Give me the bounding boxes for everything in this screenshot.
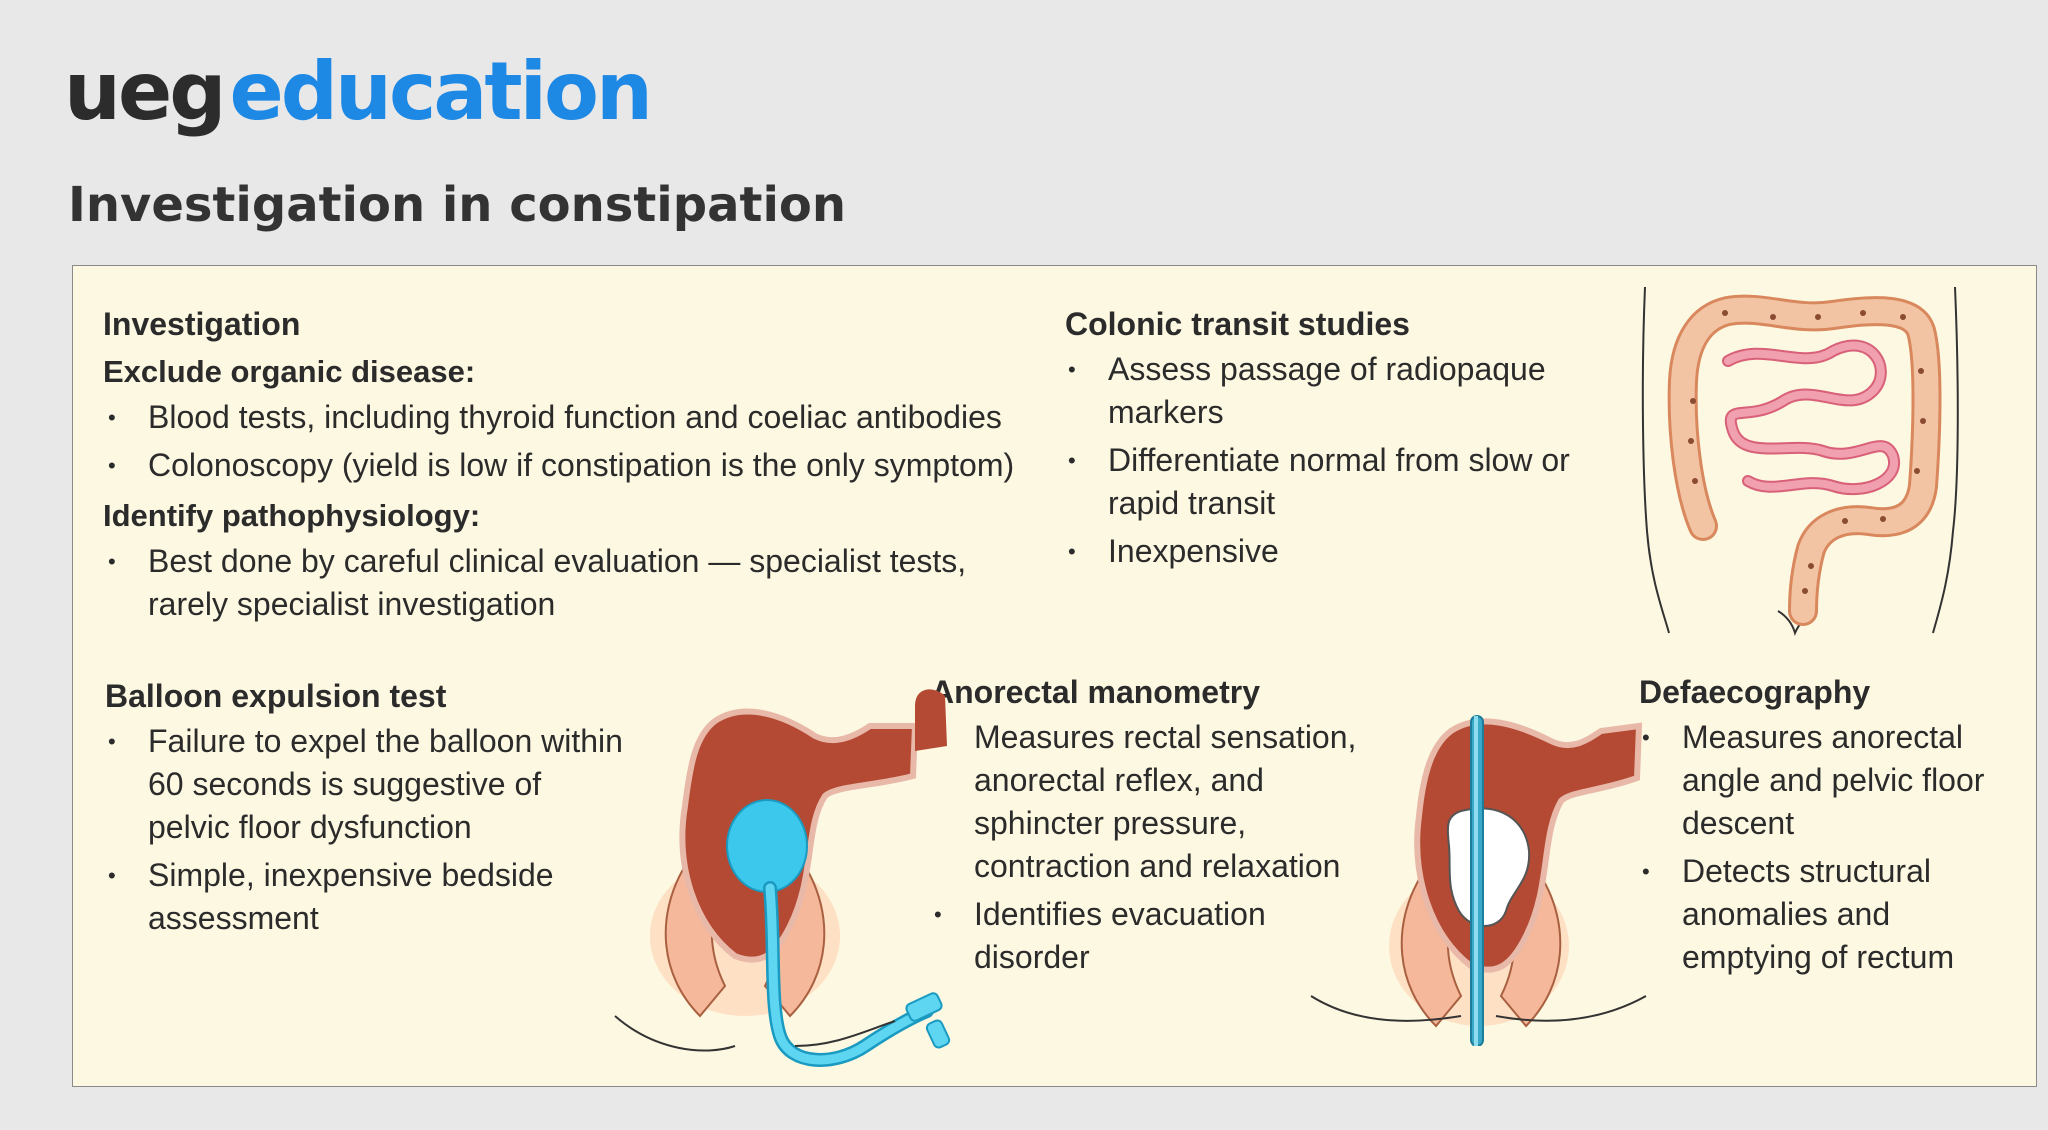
list-item: Inexpensive xyxy=(1065,530,1585,573)
defaecography-section: Defaecography Measures anorectal angle a… xyxy=(1639,668,2019,984)
list-item: Failure to expel the balloon within 60 s… xyxy=(105,720,625,849)
identify-list: Best done by careful clinical evaluation… xyxy=(105,540,1005,626)
list-item: Identifies evacuation disorder xyxy=(931,893,1371,979)
exclude-heading: Exclude organic disease: xyxy=(103,354,476,389)
logo-ueg-text: ueg xyxy=(64,45,226,138)
anorectal-manometry-illustration xyxy=(1310,715,1647,1046)
list-item: Detects structural anomalies and emptyin… xyxy=(1639,850,2019,979)
logo-education-text: education xyxy=(229,45,652,138)
page-title: Investigation in constipation xyxy=(68,177,847,233)
list-item: Assess passage of radiopaque markers xyxy=(1065,348,1585,434)
list-item: Differentiate normal from slow or rapid … xyxy=(1065,439,1585,525)
investigation-heading: Investigation xyxy=(103,306,301,342)
defaecography-heading: Defaecography xyxy=(1639,674,1871,710)
list-item: Best done by careful clinical evaluation… xyxy=(105,540,1005,626)
defaecography-list: Measures anorectal angle and pelvic floo… xyxy=(1639,716,2019,979)
list-item: Measures rectal sensation, anorectal ref… xyxy=(931,716,1371,888)
list-item: Colonoscopy (yield is low if constipatio… xyxy=(105,444,1063,487)
ueg-education-logo: uegeducation xyxy=(64,42,653,142)
anorectal-manometry-heading: Anorectal manometry xyxy=(931,674,1260,710)
anorectal-manometry-section: Anorectal manometry Measures rectal sens… xyxy=(931,668,1371,984)
colonic-transit-section: Colonic transit studies Assess passage o… xyxy=(1065,300,1585,578)
list-item: Blood tests, including thyroid function … xyxy=(105,396,1063,439)
colonic-transit-heading: Colonic transit studies xyxy=(1065,306,1410,342)
content-panel: Investigation Exclude organic disease: B… xyxy=(72,265,2037,1087)
list-item: Measures anorectal angle and pelvic floo… xyxy=(1639,716,2019,845)
identify-heading: Identify pathophysiology: xyxy=(103,498,481,533)
list-item: Simple, inexpensive bedside assessment xyxy=(105,854,625,940)
balloon-expulsion-heading: Balloon expulsion test xyxy=(105,678,447,714)
balloon-expulsion-illustration xyxy=(614,689,951,1067)
balloon-expulsion-section: Balloon expulsion test Failure to expel … xyxy=(105,672,625,945)
anorectal-manometry-list: Measures rectal sensation, anorectal ref… xyxy=(931,716,1371,979)
balloon-expulsion-list: Failure to expel the balloon within 60 s… xyxy=(105,720,625,940)
exclude-list: Blood tests, including thyroid function … xyxy=(105,396,1063,487)
investigation-section: Investigation Exclude organic disease: B… xyxy=(103,300,1063,631)
colon-transit-illustration xyxy=(1641,286,1959,636)
colonic-transit-list: Assess passage of radiopaque markers Dif… xyxy=(1065,348,1585,573)
